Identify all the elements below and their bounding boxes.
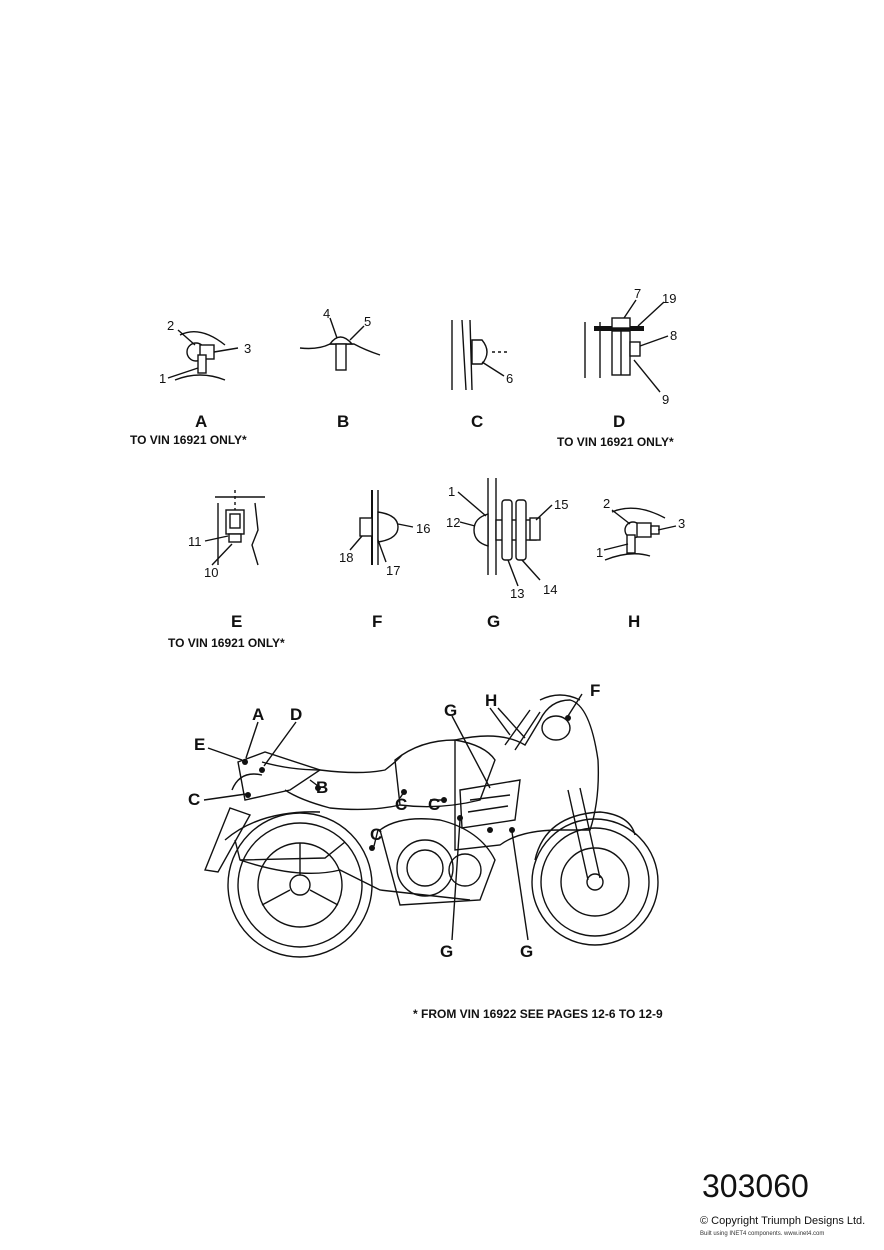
bike-label-c-tank: C — [428, 795, 440, 814]
callout-f-16: 16 — [416, 521, 430, 536]
callout-g-12: 12 — [446, 515, 460, 530]
detail-a: 2 3 1 A TO VIN 16921 ONLY* — [130, 318, 251, 447]
detail-e: 11 10 E TO VIN 16921 ONLY* — [168, 490, 285, 650]
callout-e-10: 10 — [204, 565, 218, 580]
detail-e-letter: E — [231, 612, 242, 631]
bike-label-c-rear: C — [188, 790, 200, 809]
footnote: * FROM VIN 16922 SEE PAGES 12-6 TO 12-9 — [413, 1007, 663, 1021]
bike-label-d: D — [290, 705, 302, 724]
detail-d-letter: D — [613, 412, 625, 431]
callout-b-4: 4 — [323, 306, 330, 321]
callout-d-8: 8 — [670, 328, 677, 343]
detail-g: 1 12 15 13 14 G — [446, 478, 568, 631]
bike-label-g-bottom-right: G — [520, 942, 533, 961]
detail-f: 16 18 17 F — [339, 490, 430, 631]
callout-d-9: 9 — [662, 392, 669, 407]
callout-h-3: 3 — [678, 516, 685, 531]
detail-e-note: TO VIN 16921 ONLY* — [168, 636, 285, 650]
callout-a-2: 2 — [167, 318, 174, 333]
callout-h-2: 2 — [603, 496, 610, 511]
callout-h-1: 1 — [596, 545, 603, 560]
detail-d-note: TO VIN 16921 ONLY* — [557, 435, 674, 449]
bike-label-a: A — [252, 705, 264, 724]
bike-label-e: E — [194, 735, 205, 754]
bike-label-h: H — [485, 691, 497, 710]
bike-label-c-frame: C — [395, 795, 407, 814]
part-number: 303060 — [702, 1168, 809, 1204]
callout-f-18: 18 — [339, 550, 353, 565]
callout-b-5: 5 — [364, 314, 371, 329]
detail-c-letter: C — [471, 412, 483, 431]
motorcycle-illustration: A D E C B C C C G H F G G — [188, 681, 659, 961]
detail-c: 6 C — [451, 319, 513, 431]
built-with-notice: Built using INET4 components. www.inet4.… — [700, 1231, 825, 1237]
callout-g-14: 14 — [543, 582, 557, 597]
bike-label-b: B — [316, 778, 328, 797]
detail-a-letter: A — [195, 412, 207, 431]
detail-b-letter: B — [337, 412, 349, 431]
callout-g-13: 13 — [510, 586, 524, 601]
detail-f-letter: F — [372, 612, 382, 631]
detail-h: 2 3 1 H — [596, 496, 685, 631]
bike-label-c-lower: C — [370, 825, 382, 844]
callout-a-1: 1 — [159, 371, 166, 386]
copyright-notice: © Copyright Triumph Designs Ltd. — [700, 1215, 866, 1227]
callout-a-3: 3 — [244, 341, 251, 356]
callout-g-1: 1 — [448, 484, 455, 499]
callout-f-17: 17 — [386, 563, 400, 578]
callout-e-11: 11 — [188, 534, 202, 549]
bike-label-g-bottom-left: G — [440, 942, 453, 961]
detail-d: 7 19 8 9 D TO VIN 16921 ONLY* — [557, 286, 677, 449]
detail-b: 4 5 B — [299, 306, 381, 431]
callout-d-19: 19 — [662, 291, 676, 306]
callout-g-15: 15 — [554, 497, 568, 512]
bike-label-g-top: G — [444, 701, 457, 720]
callout-d-7: 7 — [634, 286, 641, 301]
detail-a-note: TO VIN 16921 ONLY* — [130, 433, 247, 447]
detail-h-letter: H — [628, 612, 640, 631]
bike-label-f: F — [590, 681, 600, 700]
callout-c-6: 6 — [506, 371, 513, 386]
detail-g-letter: G — [487, 612, 500, 631]
